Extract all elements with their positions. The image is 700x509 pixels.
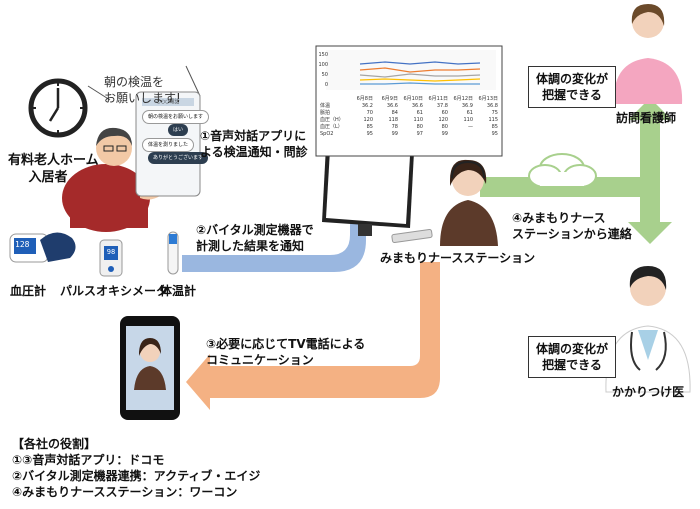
vitals-cell: 61 <box>416 110 423 116</box>
condition-box-doctor: 体調の変化が 把握できる <box>528 336 616 378</box>
vitals-cell: 118 <box>388 117 398 123</box>
vitals-cell: 85 <box>491 124 498 130</box>
vitals-cell <box>448 131 473 138</box>
vitals-cell: 95 <box>366 131 373 137</box>
bp-display: 128 <box>15 240 30 249</box>
station-label: みまもりナースステーション <box>380 251 536 265</box>
app-header-bar <box>142 98 194 106</box>
thermometer-icon <box>167 231 179 275</box>
orange-arrow <box>186 262 440 410</box>
app-bubble: 体温を測りました <box>142 138 195 152</box>
vitals-table: 6月8日 6月9日 6月10日 6月11日 6月12日 6月13日 体温 36.2… <box>320 96 498 138</box>
vitals-row-label: 脈拍 <box>320 110 331 116</box>
vitals-cell: 115 <box>488 117 498 123</box>
resident-figure <box>62 127 160 232</box>
role-item: ②バイタル測定機器連携：アクティブ・エイジ <box>12 469 261 483</box>
station-monitor <box>322 146 433 243</box>
vitals-cell: — <box>468 124 473 130</box>
doctor-label: かかりつけ医 <box>612 385 685 399</box>
vitals-cell: 36.2 <box>361 103 373 109</box>
resident-label: 有料老人ホーム 入居者 <box>8 153 99 185</box>
vitals-cell: 120 <box>363 117 373 123</box>
step4-label: ④みまもりナース ステーションから連絡 <box>512 211 632 241</box>
vitals-cell: 80 <box>441 124 448 130</box>
vitals-chart-lines <box>359 61 481 85</box>
vitals-cell: 36.9 <box>461 103 473 109</box>
app-bubble: 朝の検温をお願いします <box>142 110 210 124</box>
clock-icon <box>28 78 88 138</box>
role-item: ④みまもりナースステーション：ワーコン <box>12 485 238 499</box>
vitals-cell: 120 <box>438 117 448 123</box>
chart-axis-ticks: 150 100 50 0 <box>318 52 328 88</box>
vitals-table-header: 6月8日 6月9日 6月10日 6月11日 6月12日 6月13日 <box>356 96 498 102</box>
vitals-cell: 95 <box>491 131 498 137</box>
vitals-row-label: SpO2 <box>320 131 334 137</box>
vitals-table-row: 血圧（L） 85 78 80 80 — 85 <box>320 124 498 131</box>
vitals-row-label: 体温 <box>320 103 331 109</box>
vitals-table-row: SpO2 95 99 97 99 95 <box>320 131 498 138</box>
operator-figure <box>440 159 498 246</box>
speech-line <box>87 85 111 101</box>
vitals-cell: 60 <box>441 110 448 116</box>
app-bubble: はい <box>168 124 189 136</box>
vitals-table-row: 体温 36.2 36.6 36.6 37.8 36.9 36.8 <box>320 103 498 110</box>
step3-label: ③必要に応じてTV電話による コミュニケーション <box>206 337 366 367</box>
bp-monitor-icon <box>9 232 76 263</box>
pulse-oximeter-icon <box>99 239 123 277</box>
nurse-label: 訪問看護師 <box>616 111 677 125</box>
vitals-cell: 70 <box>366 110 373 116</box>
thermo-label: 体温計 <box>160 284 197 298</box>
doctor-figure <box>605 266 691 393</box>
vitals-cell: 37.8 <box>436 103 448 109</box>
condition-box-nurse: 体調の変化が 把握できる <box>528 66 616 108</box>
vitals-row-label: 血圧（H） <box>320 117 344 123</box>
step2-label: ②バイタル測定機器で 計測した結果を通知 <box>196 223 314 253</box>
nurse-figure <box>613 4 683 104</box>
green-arrow <box>480 98 672 244</box>
role-item: ①③音声対話アプリ：ドコモ <box>12 453 165 467</box>
pulse-display: 98 <box>106 248 116 256</box>
vitals-cell: 85 <box>366 124 373 130</box>
speech-line <box>185 65 201 97</box>
vitals-cell: 36.6 <box>386 103 398 109</box>
vitals-cell: 84 <box>391 110 398 116</box>
roles-section: 【各社の役割】 ①③音声対話アプリ：ドコモ ②バイタル測定機器連携：アクティブ・… <box>12 436 260 500</box>
speech-text: 朝の検温を お願いします! <box>104 75 181 105</box>
video-call-operator <box>134 338 166 390</box>
step1-label: ①音声対話アプリに よる検温通知・問診 <box>200 129 308 159</box>
pulse-label: パルスオキシメータ <box>60 284 169 298</box>
vitals-cell: 99 <box>441 131 448 137</box>
vitals-cell: 61 <box>466 110 473 116</box>
vitals-cell: 36.6 <box>411 103 423 109</box>
cloud-icon <box>528 153 597 188</box>
vitals-cell: 110 <box>413 117 423 123</box>
roles-title: 【各社の役割】 <box>12 437 97 451</box>
vitals-cell: 97 <box>416 131 423 137</box>
app-title: ○○○電話 <box>156 99 180 105</box>
vitals-row-label: 血圧（L） <box>320 124 343 130</box>
vitals-table-row: 脈拍 70 84 61 60 61 75 <box>320 110 498 117</box>
vitals-cell: 80 <box>416 124 423 130</box>
vitals-cell: 110 <box>463 117 473 123</box>
vitals-cell: 78 <box>391 124 398 130</box>
vitals-cell: 75 <box>491 110 498 116</box>
vitals-cell: 36.8 <box>486 103 498 109</box>
vitals-table-row: 血圧（H） 120 118 110 120 110 115 <box>320 117 498 124</box>
app-bubble: ありがとうございます <box>148 152 209 164</box>
bp-label: 血圧計 <box>10 284 47 298</box>
vitals-cell: 99 <box>391 131 398 137</box>
